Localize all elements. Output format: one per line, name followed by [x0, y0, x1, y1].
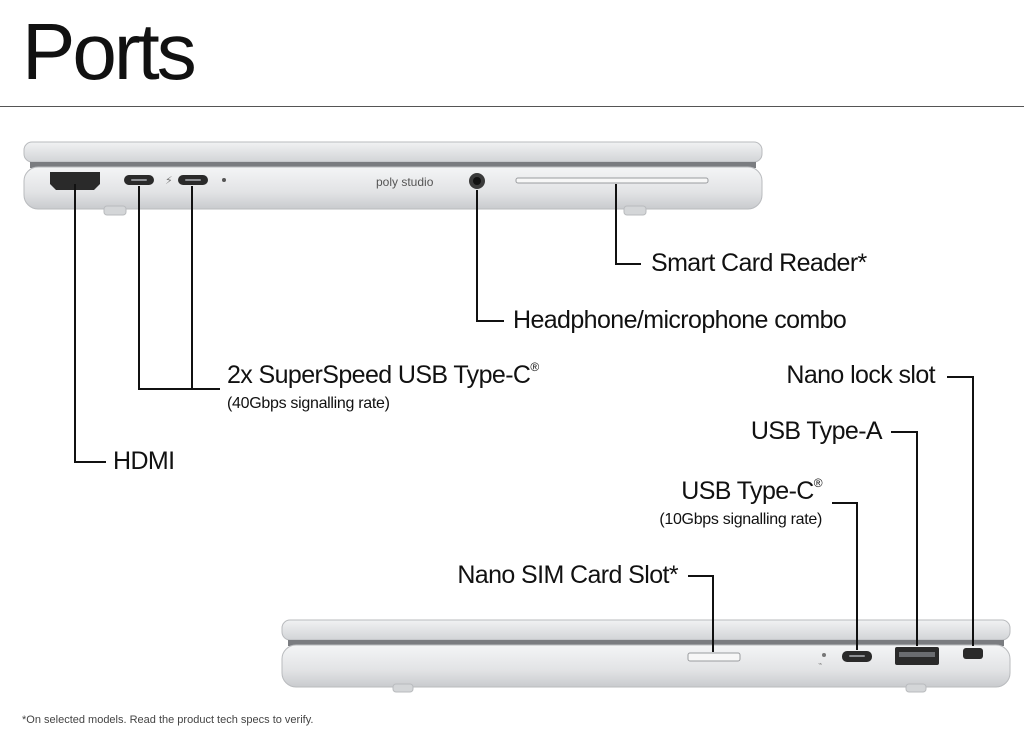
nano-lock-slot	[963, 648, 983, 659]
nano-sim-slot	[687, 652, 741, 662]
laptop-right-side-view: ⌁	[281, 619, 1011, 693]
leader-line-usb-c-40	[138, 186, 193, 390]
title-divider	[0, 106, 1024, 107]
note-usb-c-40gbps: (40Gbps signalling rate)	[227, 395, 390, 412]
label-usb-c-40gbps: 2x SuperSpeed USB Type-C®	[227, 360, 539, 389]
leader-line-usb-c-10	[832, 502, 858, 650]
hinge-gap	[30, 162, 756, 168]
label-usb-c-10gbps: USB Type-C®	[681, 476, 823, 505]
hinge-gap	[288, 640, 1004, 646]
label-nano-sim-slot: Nano SIM Card Slot*	[457, 561, 678, 589]
label-nano-lock-slot: Nano lock slot	[786, 361, 935, 389]
leader-line-smart-card	[615, 184, 641, 265]
laptop-left-side-view: ⚡ poly studio	[23, 141, 763, 216]
footnote: *On selected models. Read the product te…	[22, 714, 314, 726]
label-headphone-combo: Headphone/microphone combo	[513, 306, 847, 334]
registered-mark: ®	[530, 360, 539, 374]
laptop-lid	[23, 141, 763, 163]
leader-line-nano-sim	[688, 575, 714, 652]
leader-line-nano-lock	[947, 376, 974, 646]
leader-lines	[74, 184, 974, 652]
usb-c-port-tongue	[849, 655, 865, 657]
laptop-lid	[281, 619, 1011, 641]
leader-line-usb-a	[891, 431, 918, 646]
label-smart-card-reader: Smart Card Reader*	[651, 249, 867, 277]
registered-mark: ®	[813, 476, 823, 490]
leader-line-hdmi	[74, 184, 106, 463]
usb-symbol-icon: ⌁	[818, 660, 822, 668]
rubber-foot	[623, 205, 647, 216]
laptop-base	[281, 644, 1011, 688]
note-usb-c-10gbps: (10Gbps signalling rate)	[659, 511, 822, 528]
status-led-icon	[222, 178, 226, 182]
usb-c-port-tongue	[131, 179, 147, 181]
page-title: Ports	[22, 7, 197, 96]
label-usb-type-a: USB Type-A	[750, 417, 883, 445]
usb-a-port-tongue	[899, 652, 935, 657]
thunderbolt-icon: ⚡	[165, 174, 173, 187]
rubber-foot	[103, 205, 127, 216]
label-hdmi: HDMI	[113, 447, 175, 475]
headphone-jack-hole	[473, 177, 481, 185]
rubber-foot	[905, 683, 927, 693]
brand-label: poly studio	[376, 175, 434, 189]
leader-line-headphone	[476, 190, 504, 322]
smart-card-slot	[515, 177, 709, 184]
status-led-icon	[822, 653, 826, 657]
rubber-foot	[392, 683, 414, 693]
usb-c-40-name: 2x SuperSpeed USB Type-C	[227, 361, 531, 389]
hdmi-port	[50, 172, 100, 190]
usb-c-port-tongue	[185, 179, 201, 181]
usb-c-10-name: USB Type-C	[681, 477, 814, 505]
